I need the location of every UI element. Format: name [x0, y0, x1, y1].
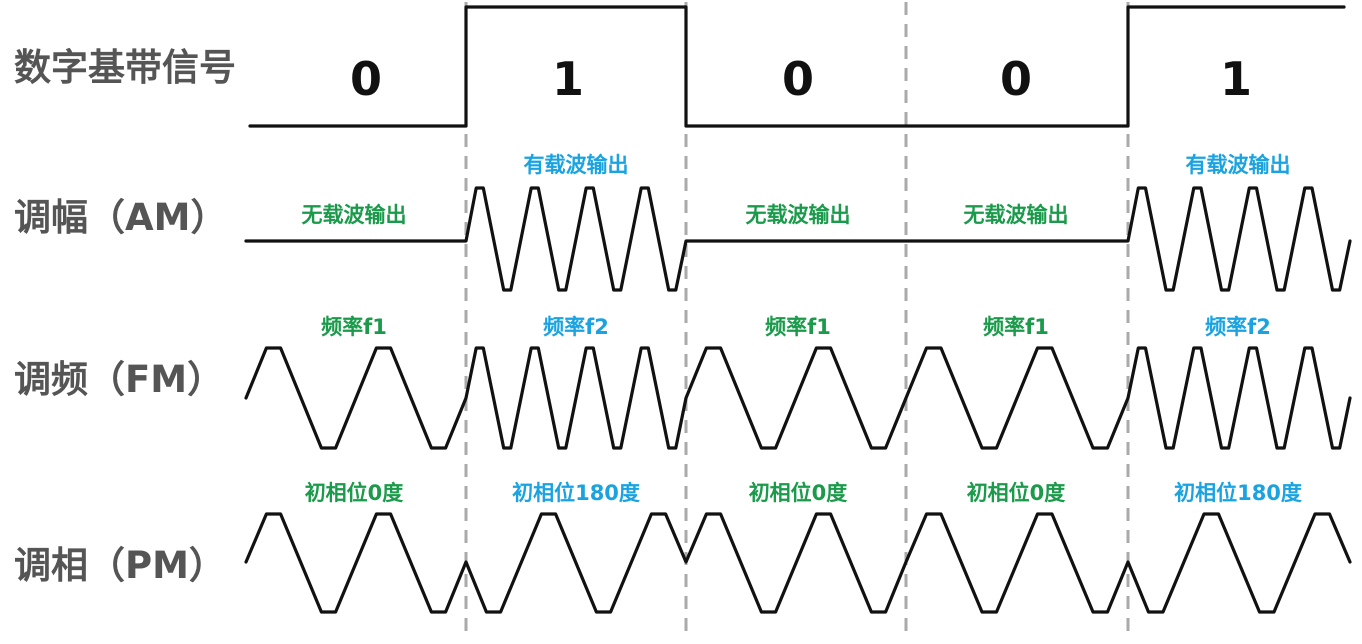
fm-note-3: 频率f1	[983, 315, 1049, 339]
label-pm: 调相（PM）	[14, 544, 226, 587]
label-am: 调幅（AM）	[14, 196, 227, 239]
am-note-0: 无载波输出	[302, 203, 407, 227]
digital-baseband-waveform	[248, 5, 1346, 128]
label-fm: 调频（FM）	[14, 358, 224, 401]
label-digital-signal: 数字基带信号	[14, 46, 236, 89]
pm-note-3: 初相位0度	[967, 481, 1066, 505]
bit-4: 1	[1220, 52, 1252, 106]
fm-note-1: 频率f2	[543, 315, 609, 339]
am-note-4: 有载波输出	[1186, 153, 1291, 177]
fm-waveform	[244, 346, 1352, 450]
bit-1: 1	[552, 52, 584, 106]
pm-note-1: 初相位180度	[512, 481, 640, 505]
fm-note-2: 频率f1	[765, 315, 831, 339]
fm-note-4: 频率f2	[1205, 315, 1271, 339]
am-note-2: 无载波输出	[746, 203, 851, 227]
bit-dividers	[464, 2, 1130, 640]
bit-2: 0	[782, 52, 814, 106]
am-note-3: 无载波输出	[964, 203, 1069, 227]
pm-waveform	[244, 512, 1352, 614]
am-note-1: 有载波输出	[524, 153, 629, 177]
am-waveform	[244, 186, 1352, 292]
bit-3: 0	[1000, 52, 1032, 106]
pm-note-2: 初相位0度	[749, 481, 848, 505]
pm-note-4: 初相位180度	[1174, 481, 1302, 505]
pm-note-0: 初相位0度	[305, 481, 404, 505]
fm-note-0: 频率f1	[321, 315, 387, 339]
bit-0: 0	[350, 52, 382, 106]
